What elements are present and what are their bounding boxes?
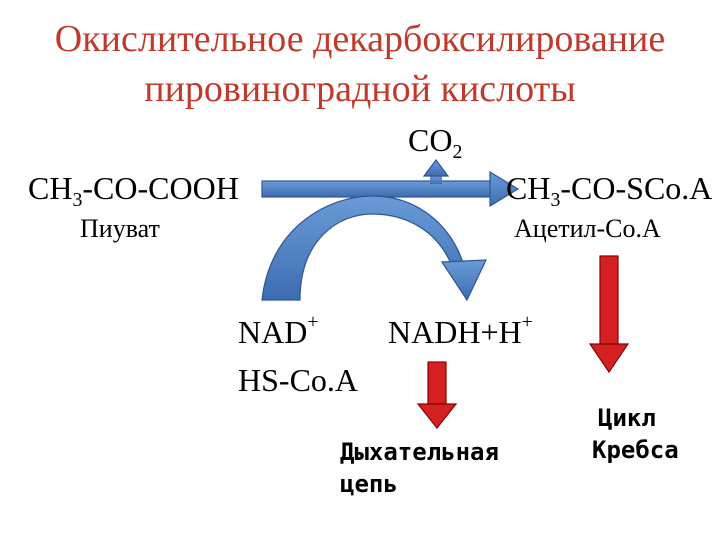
nad-label: NAD+ bbox=[238, 311, 319, 350]
respiratory-chain-arrow bbox=[416, 361, 458, 429]
main-reaction-arrow bbox=[261, 170, 520, 208]
diagram-title: Окислительное декарбоксилирование пирови… bbox=[0, 14, 720, 114]
title-line-1: Окислительное декарбоксилирование bbox=[54, 18, 666, 60]
pyruvate-subscript: 3 bbox=[72, 188, 83, 211]
co2-release-arrow bbox=[422, 159, 450, 184]
cofactor-arc-arrow bbox=[261, 195, 487, 302]
nadh-superscript: + bbox=[521, 311, 533, 334]
nad-superscript: + bbox=[307, 311, 319, 334]
acetyl-coa-name: Ацетил-Co.A bbox=[514, 214, 661, 243]
pyruvate-formula: CH3-CO-COOH bbox=[28, 170, 239, 211]
title-line-2: пировиноградной кислоты bbox=[144, 68, 576, 110]
respiratory-chain-label: Дыхательная цепь bbox=[340, 438, 499, 498]
pyruvate-name: Пиуват bbox=[80, 214, 160, 243]
acetyl-coa-formula: CH3-CO-SCo.A bbox=[506, 170, 713, 211]
hs-coa-label: HS-Co.A bbox=[238, 362, 359, 398]
krebs-cycle-arrow bbox=[588, 255, 630, 374]
krebs-cycle-label: Цикл Кребса bbox=[592, 404, 679, 464]
co2-formula: CO2 bbox=[408, 122, 463, 163]
nadh-label: NADH+H+ bbox=[388, 311, 533, 350]
co2-subscript: 2 bbox=[452, 140, 463, 163]
acetyl-coa-subscript: 3 bbox=[550, 188, 561, 211]
